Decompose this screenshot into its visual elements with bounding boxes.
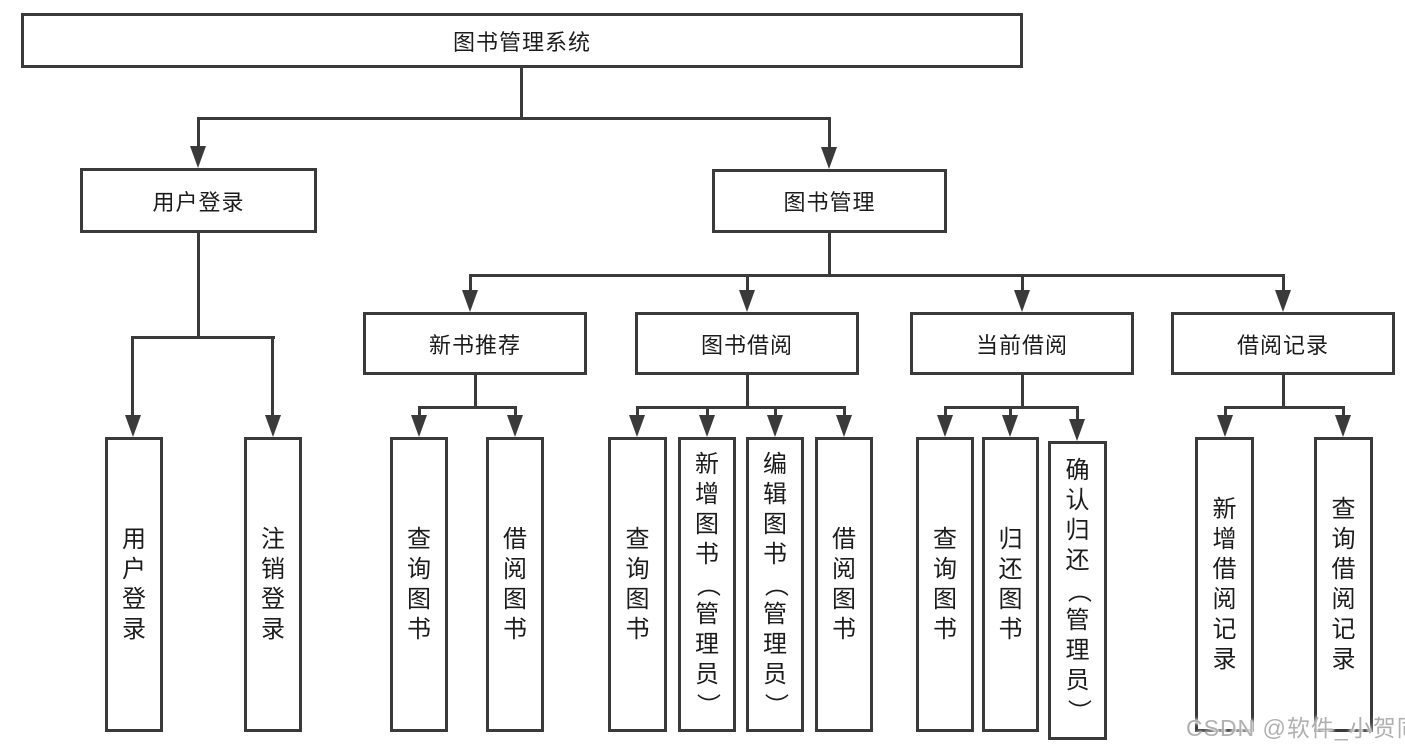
node-label: 新增借阅记录 xyxy=(1212,495,1237,673)
node-label: 编辑图书（管理员） xyxy=(762,450,789,717)
v-line xyxy=(469,276,472,292)
v-line xyxy=(1282,375,1285,408)
node-label: 图书管理 xyxy=(783,190,876,215)
v-line xyxy=(1282,276,1285,292)
node-label: 图书管理系统 xyxy=(452,29,591,55)
leaf-return-books: 归还图书 xyxy=(982,437,1039,732)
node-label: 借阅记录 xyxy=(1236,332,1329,358)
node-new-book-recommendation: 新书推荐 xyxy=(363,312,587,375)
arrow-down-head xyxy=(1014,290,1030,312)
node-label: 归还图书 xyxy=(998,525,1023,643)
arrow-down-head xyxy=(1335,415,1351,437)
node-label: 确认归还（管理员） xyxy=(1064,456,1092,723)
node-label: 借阅图书 xyxy=(832,525,856,643)
v-line xyxy=(131,338,134,416)
leaf-borrow-books-recommend: 借阅图书 xyxy=(486,437,544,732)
v-line xyxy=(746,375,749,408)
leaf-query-books-recommend: 查询图书 xyxy=(390,437,448,732)
node-current-borrowing: 当前借阅 xyxy=(910,312,1134,375)
v-line xyxy=(774,408,777,418)
v-line xyxy=(474,375,477,408)
leaf-logout: 注销登录 xyxy=(244,437,302,732)
node-label: 当前借阅 xyxy=(975,332,1068,358)
h-line xyxy=(944,406,1079,409)
v-line xyxy=(418,408,421,418)
arrow-down-head xyxy=(937,415,953,437)
arrow-down-head xyxy=(265,415,281,437)
arrow-down-head xyxy=(821,147,837,169)
v-line xyxy=(843,408,846,418)
arrow-down-head xyxy=(1002,415,1018,437)
node-label: 借阅图书 xyxy=(503,525,527,643)
node-book-management: 图书管理 xyxy=(712,169,947,233)
node-library-management-system: 图书管理系统 xyxy=(21,13,1023,68)
node-label: 用户登录 xyxy=(122,525,146,643)
node-book-borrowing: 图书借阅 xyxy=(635,312,859,375)
h-line xyxy=(469,274,1285,277)
v-line xyxy=(1009,408,1012,418)
h-line xyxy=(636,406,846,409)
v-line xyxy=(828,119,831,149)
v-line xyxy=(520,68,523,118)
arrow-down-head xyxy=(190,146,206,168)
v-line xyxy=(197,233,200,338)
v-line xyxy=(706,408,709,418)
leaf-add-books-admin: 新增图书（管理员） xyxy=(678,437,736,732)
node-label: 注销登录 xyxy=(261,525,285,643)
v-line xyxy=(828,233,831,276)
arrow-down-head xyxy=(1217,415,1233,437)
leaf-borrow-books: 借阅图书 xyxy=(815,437,873,732)
h-line xyxy=(131,336,275,339)
node-label: 查询借阅记录 xyxy=(1331,495,1356,673)
arrow-down-head xyxy=(125,415,141,437)
node-label: 新增图书（管理员） xyxy=(694,450,721,717)
leaf-add-borrow-record: 新增借阅记录 xyxy=(1195,437,1254,732)
arrow-down-head xyxy=(1275,290,1291,312)
node-user-login: 用户登录 xyxy=(80,168,317,233)
v-line xyxy=(1021,276,1024,292)
leaf-query-books-current: 查询图书 xyxy=(916,437,974,732)
arrow-down-head xyxy=(767,415,783,437)
v-line xyxy=(636,408,639,418)
h-line xyxy=(1224,406,1345,409)
node-label: 查询图书 xyxy=(625,525,650,643)
h-line xyxy=(418,406,517,409)
node-label: 查询图书 xyxy=(933,525,957,643)
node-borrowing-records: 借阅记录 xyxy=(1171,312,1395,375)
v-line xyxy=(197,119,200,149)
v-line xyxy=(514,408,517,418)
v-line xyxy=(746,276,749,292)
arrow-down-head xyxy=(836,415,852,437)
h-line xyxy=(197,117,831,120)
leaf-query-borrow-record: 查询借阅记录 xyxy=(1314,437,1373,732)
arrow-down-head xyxy=(1069,419,1085,441)
arrow-down-head xyxy=(411,415,427,437)
v-line xyxy=(1076,408,1079,422)
v-line xyxy=(1342,408,1345,418)
v-line xyxy=(1224,408,1227,418)
node-label: 用户登录 xyxy=(152,189,245,215)
leaf-edit-books-admin: 编辑图书（管理员） xyxy=(746,437,804,732)
node-label: 查询图书 xyxy=(407,525,431,643)
arrow-down-head xyxy=(507,415,523,437)
arrow-down-head xyxy=(739,290,755,312)
csdn-watermark: CSDN @软件_小贺同学 xyxy=(1186,715,1405,741)
node-label: 图书借阅 xyxy=(700,332,793,358)
node-label: 新书推荐 xyxy=(428,332,521,358)
v-line xyxy=(271,338,274,416)
v-line xyxy=(944,408,947,418)
arrow-down-head xyxy=(699,415,715,437)
arrow-down-head xyxy=(462,290,478,312)
v-line xyxy=(1021,375,1024,408)
arrow-down-head xyxy=(629,415,645,437)
leaf-user-login: 用户登录 xyxy=(105,437,163,732)
leaf-query-books-borrowing: 查询图书 xyxy=(608,437,667,732)
leaf-confirm-return-admin: 确认归还（管理员） xyxy=(1048,441,1107,740)
